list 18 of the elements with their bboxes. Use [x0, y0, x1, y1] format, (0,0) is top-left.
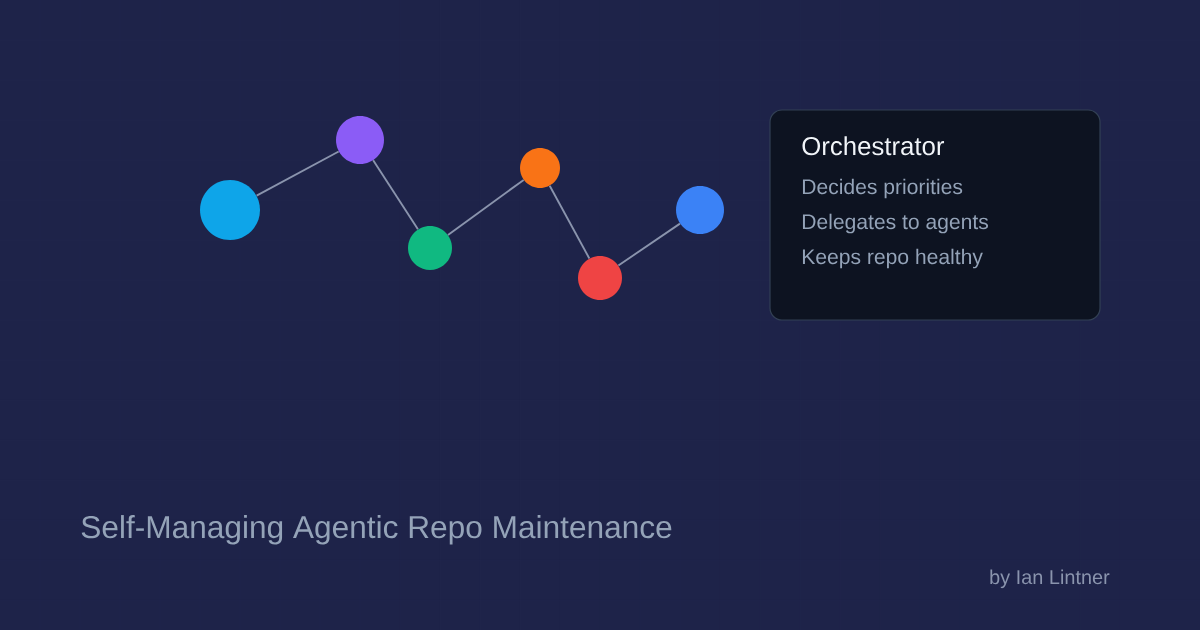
- connector-line: [548, 184, 591, 260]
- connector-line: [447, 178, 525, 236]
- connector-line: [617, 222, 681, 267]
- byline: by Ian Lintner: [990, 569, 1110, 589]
- circle-node: [676, 186, 724, 234]
- circle-node: [408, 226, 452, 270]
- connector-line: [255, 150, 340, 197]
- circle-node: [520, 148, 560, 188]
- card-text: Delegates to agents: [802, 213, 989, 234]
- info-card: [769, 109, 1101, 321]
- connector-line: [372, 159, 419, 231]
- card-text: Decides priorities: [802, 178, 963, 199]
- subtitle: Self-Managing Agentic Repo Maintenance: [81, 515, 672, 545]
- card-heading: Orchestrator: [802, 136, 945, 156]
- circle-node: [578, 256, 622, 300]
- card-text: Keeps repo healthy: [802, 248, 983, 269]
- circle-node: [200, 180, 260, 240]
- circle-node: [336, 116, 384, 164]
